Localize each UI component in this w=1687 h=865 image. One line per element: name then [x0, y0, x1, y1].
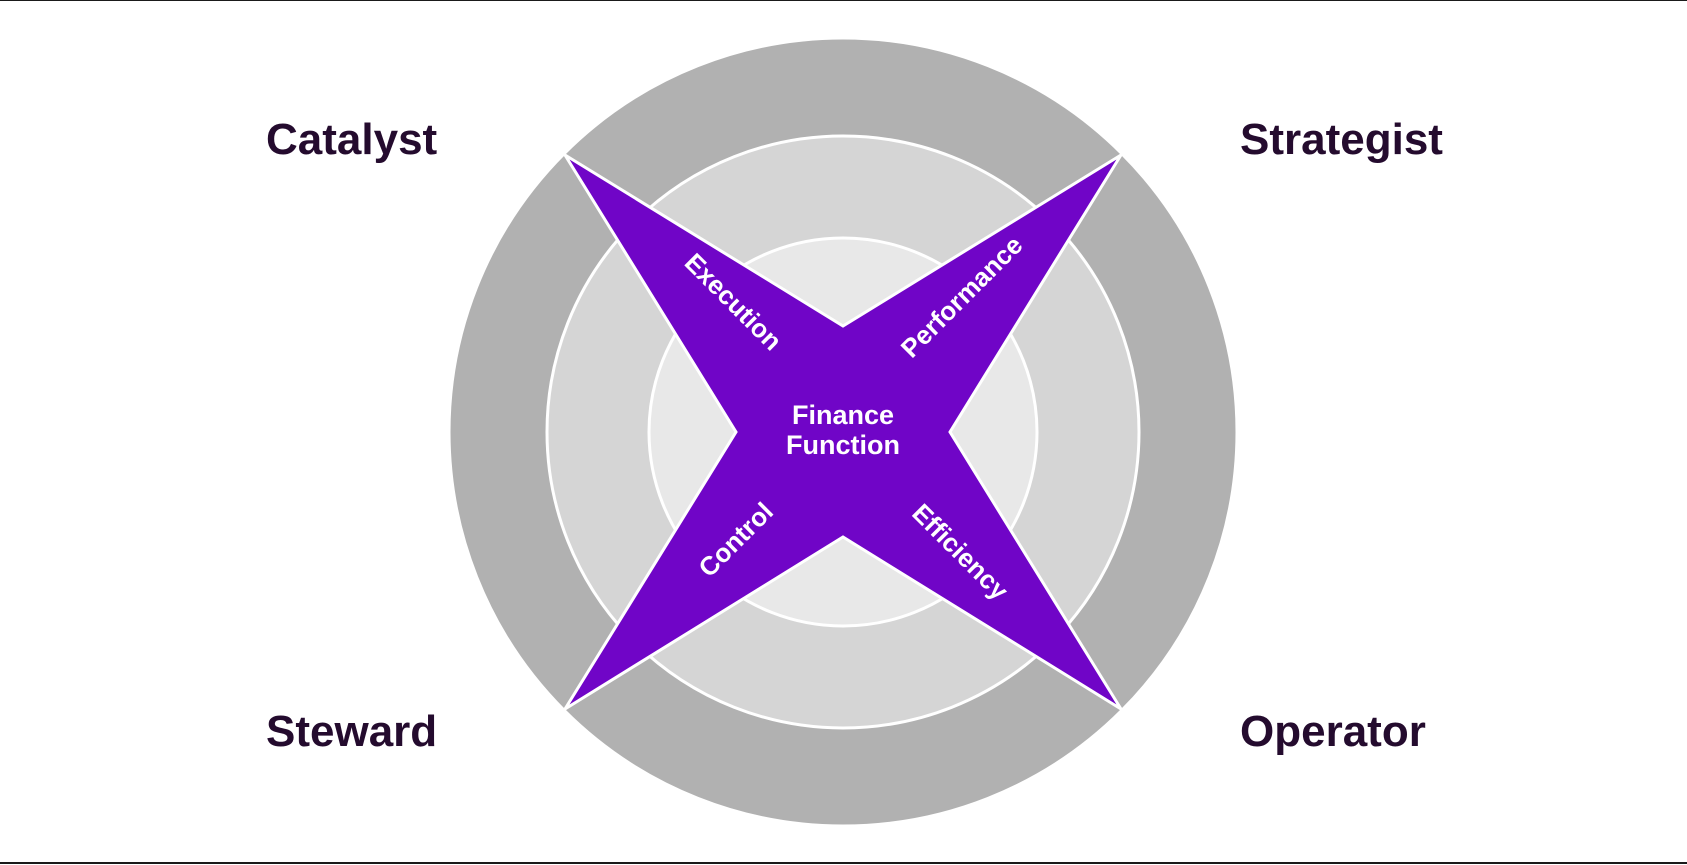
quadrant-label-operator: Operator [1240, 707, 1426, 756]
quadrant-label-strategist: Strategist [1240, 115, 1443, 164]
top-border [0, 0, 1687, 1]
four-point-star [563, 153, 1123, 711]
bottom-border [0, 862, 1687, 864]
center-label-line-2: Function [786, 430, 900, 460]
quadrant-label-catalyst: Catalyst [266, 115, 438, 164]
quadrant-label-steward: Steward [266, 707, 438, 756]
center-label-line-1: Finance [792, 400, 894, 430]
